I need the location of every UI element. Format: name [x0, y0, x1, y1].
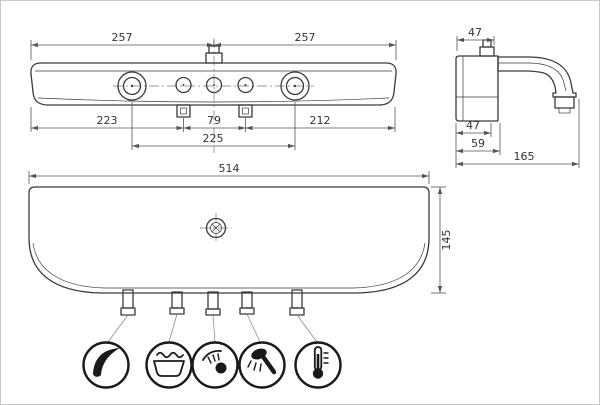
- dim-label-overall-depth: 165: [514, 150, 535, 163]
- connection-stubs: [120, 289, 305, 316]
- bathtub-icon: [145, 341, 193, 389]
- side-view: 47 47 59 165: [455, 26, 580, 168]
- front-view-dim-height: 145: [431, 186, 453, 294]
- side-view-dim-top: 47: [456, 26, 495, 51]
- dim-label-handle-spacing: 225: [203, 132, 224, 145]
- side-body-outline: [455, 55, 499, 122]
- top-view-dim-ports: 223 79 212: [30, 107, 396, 132]
- dim-label-port-spacing: 79: [207, 114, 221, 127]
- side-mount-tab: [479, 46, 495, 57]
- dim-label-half-right: 257: [295, 31, 316, 44]
- front-body-outline: [28, 186, 430, 294]
- top-view-dim-halves: 257 257: [30, 31, 397, 60]
- center-ports: [175, 76, 254, 94]
- dim-label-overall-height: 145: [440, 230, 453, 251]
- top-view: 257 257 223 79 212 225: [30, 31, 397, 153]
- dim-label-mount-top: 47: [468, 26, 482, 39]
- icon-leader-lines: [107, 313, 318, 343]
- bottom-connectors: [176, 104, 253, 118]
- dim-label-body-offset: 59: [471, 137, 485, 150]
- flow-swoosh-icon: [82, 341, 130, 389]
- dim-label-edge-left: 223: [97, 114, 118, 127]
- dim-label-overall-width: 514: [219, 162, 240, 175]
- thermometer-icon: [294, 341, 342, 389]
- side-spout-outline: [497, 56, 577, 98]
- plan-body-outline: [30, 62, 397, 106]
- dim-label-edge-right: 212: [310, 114, 331, 127]
- front-view-dim-width: 514: [28, 162, 430, 184]
- icon-legend: [82, 341, 342, 389]
- top-view-dim-handles: 225: [131, 102, 296, 150]
- left-handle: [117, 71, 147, 101]
- aerator: [200, 213, 232, 244]
- stub-2: [171, 291, 183, 309]
- right-handle: [280, 71, 310, 101]
- side-view-dim-bottom: 47 59 165: [455, 99, 580, 168]
- hand-shower-icon: [238, 341, 286, 389]
- stub-4: [241, 291, 253, 309]
- head-spray-icon: [191, 341, 239, 389]
- stub-3: [207, 291, 219, 310]
- dim-label-half-left: 257: [112, 31, 133, 44]
- front-view: 514 145: [28, 162, 453, 343]
- spout-outlet: [554, 96, 575, 109]
- dim-label-mount-bottom: 47: [466, 119, 480, 132]
